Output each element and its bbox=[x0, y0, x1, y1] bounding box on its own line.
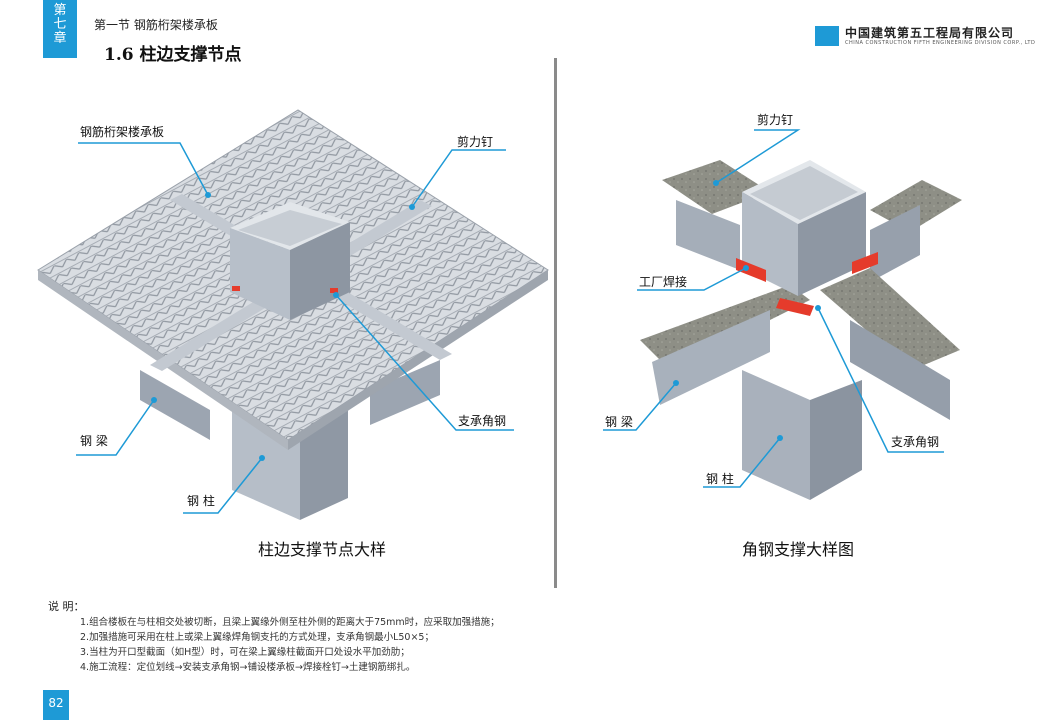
label-shear-stud-right: 剪力钉 bbox=[757, 113, 794, 127]
right-column-face-a bbox=[742, 370, 810, 500]
label-steel-column: 钢 柱 bbox=[187, 494, 215, 508]
figure-divider bbox=[554, 58, 557, 588]
left-node-drawing bbox=[37, 109, 549, 520]
left-column-face-b bbox=[300, 410, 348, 520]
beam-front-left bbox=[652, 310, 770, 405]
left-leader-dots bbox=[151, 192, 415, 461]
right-column-face-b-upper bbox=[798, 192, 866, 296]
left-leader-lines bbox=[76, 142, 514, 514]
label-steel-column-right: 钢 柱 bbox=[706, 472, 734, 486]
note-item: 1.组合楼板在与柱相交处被切断，且梁上翼缘外侧至柱外侧的距离大于75mm时，应采… bbox=[80, 617, 500, 628]
beam-back-right bbox=[870, 205, 920, 282]
left-figure-caption: 柱边支撑节点大样 bbox=[258, 540, 387, 559]
company-logo-icon bbox=[815, 26, 839, 46]
label-steel-beam: 钢 梁 bbox=[80, 434, 108, 448]
column-face-a bbox=[230, 228, 290, 320]
right-figure-caption: 角钢支撑大样图 bbox=[742, 540, 855, 559]
deck-edge-right bbox=[288, 270, 548, 450]
label-steel-beam-right: 钢 梁 bbox=[605, 415, 633, 429]
notes-heading: 说 明： bbox=[48, 600, 85, 613]
weld-mark bbox=[776, 298, 814, 316]
company-name: 中国建筑第五工程局有限公司 bbox=[845, 26, 1015, 40]
right-leader-dots bbox=[673, 180, 821, 441]
right-node-drawing bbox=[640, 160, 962, 500]
company-name-en: CHINA CONSTRUCTION FIFTH ENGINEERING DIV… bbox=[845, 40, 1036, 46]
label-factory-weld: 工厂焊接 bbox=[639, 275, 688, 289]
weld-mark bbox=[330, 288, 338, 293]
slab-front-right bbox=[820, 268, 960, 370]
left-beam-lower bbox=[140, 370, 210, 440]
weld-mark bbox=[736, 258, 766, 282]
right-column-hollow bbox=[750, 166, 858, 220]
weld-mark bbox=[232, 286, 240, 291]
page-number: 82 bbox=[43, 690, 69, 720]
right-column-face-b bbox=[810, 380, 862, 500]
note-item: 3.当柱为开口型截面（如H型）时，可在梁上翼缘柱截面开口处设水平加劲肋； bbox=[80, 647, 410, 658]
right-leader-lines bbox=[603, 129, 944, 488]
note-item: 4.施工流程：定位划线→安装支承角钢→铺设楼承板→焊接栓钉→土建钢筋绑扎。 bbox=[80, 662, 416, 673]
label-support-angle: 支承角钢 bbox=[458, 414, 507, 428]
beam-front-right bbox=[850, 320, 950, 420]
illustrations bbox=[37, 109, 962, 520]
weld-mark bbox=[852, 252, 878, 274]
section-heading: 第一节 钢筋桁架楼承板 bbox=[94, 18, 218, 32]
page-title: 1.6 柱边支撑节点 bbox=[104, 45, 242, 65]
right-beam-lower bbox=[370, 360, 440, 425]
label-support-angle-right: 支承角钢 bbox=[891, 435, 940, 449]
note-item: 2.加强措施可采用在柱上或梁上翼缘焊角钢支托的方式处理，支承角钢最小L50×5； bbox=[80, 632, 434, 643]
label-truss-deck: 钢筋桁架楼承板 bbox=[80, 125, 165, 139]
chapter-tab: 第 七 章 bbox=[43, 0, 77, 58]
beam-back-left bbox=[676, 200, 740, 270]
column-hollow bbox=[238, 210, 342, 246]
label-shear-stud: 剪力钉 bbox=[457, 135, 494, 149]
